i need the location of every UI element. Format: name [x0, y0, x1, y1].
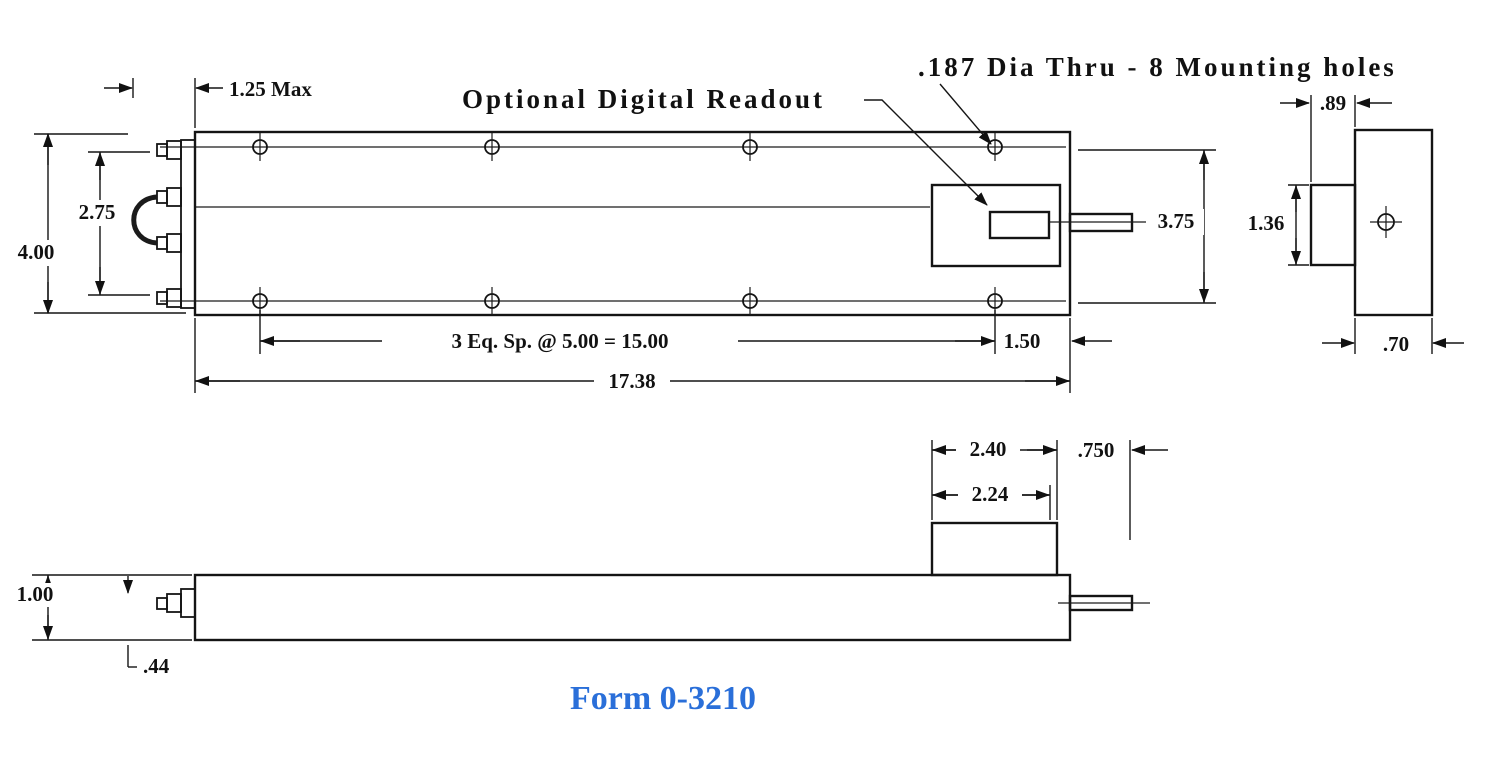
front-connector	[156, 588, 196, 618]
dim-connector-drop: .44	[143, 654, 170, 678]
dim-housing-width: 2.40	[970, 437, 1007, 461]
label-backgrounds	[10, 200, 1294, 607]
shaft-front	[1058, 594, 1150, 612]
front-view-housing	[930, 521, 1059, 577]
cable-loop	[131, 194, 158, 246]
end-view-flange	[1309, 183, 1357, 267]
end-view-extension-lines	[1288, 95, 1433, 354]
front-view-body	[193, 573, 1072, 642]
dim-shaft-extension: .750	[1078, 438, 1115, 462]
front-view-extension-lines	[32, 440, 1131, 641]
shaft-top	[1049, 212, 1147, 233]
dim-hole-spacing: 3 Eq. Sp. @ 5.00 = 15.00	[451, 329, 668, 353]
readout-window	[988, 210, 1051, 240]
mounting-holes	[252, 133, 1003, 315]
end-view	[1280, 95, 1464, 354]
top-view-body	[193, 130, 1072, 317]
readout-note: Optional Digital Readout	[462, 84, 825, 114]
readout-leader	[864, 99, 988, 206]
dim-left-protrusion: 1.25 Max	[229, 77, 312, 101]
dim-overall-height: 4.00	[18, 240, 55, 264]
end-view-dimension-lines	[1280, 98, 1464, 348]
dim-body-height: 1.00	[17, 582, 54, 606]
dim-body-width: .70	[1383, 332, 1409, 356]
mounting-holes-note: .187 Dia Thru - 8 Mounting holes	[918, 52, 1397, 82]
dim-flange-height: 1.36	[1248, 211, 1285, 235]
mounting-holes-leader	[939, 83, 992, 145]
dim-connector-span: 2.75	[79, 200, 116, 224]
dim-flange-depth: .89	[1320, 91, 1346, 115]
dim-end-hole-offset: 1.50	[1004, 329, 1041, 353]
dim-overall-length: 17.38	[608, 369, 655, 393]
dim-window-width: 2.24	[972, 482, 1009, 506]
digital-readout	[930, 183, 1062, 268]
form-number: Form 0-3210	[570, 680, 756, 717]
front-view	[32, 440, 1168, 668]
labels: .187 Dia Thru - 8 Mounting holes Optiona…	[17, 52, 1410, 717]
dim-hole-row-span: 3.75	[1158, 209, 1195, 233]
connector-assembly	[131, 139, 196, 309]
